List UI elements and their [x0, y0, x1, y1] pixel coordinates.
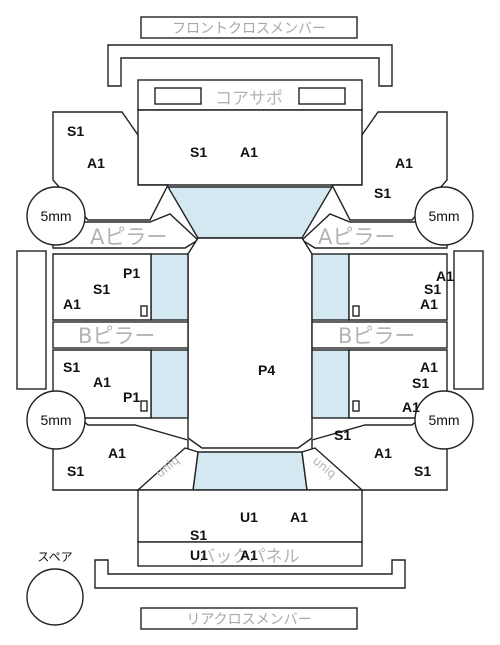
core-support-label: コアサポ [215, 89, 283, 109]
front-left-door [52, 253, 152, 321]
grade-label-rear-left-quarter-a1: A1 [108, 445, 126, 461]
back-panel [137, 541, 363, 567]
grade-label-rear-left-door-s1: S1 [63, 359, 80, 375]
front-cross-member-box [140, 16, 358, 39]
grade-label-front-right-fender-a1: A1 [395, 155, 413, 171]
grade-label-back-panel-a1: A1 [240, 547, 258, 563]
rear-window [192, 451, 308, 491]
grade-label-rear-right-door-a1: A1 [402, 399, 420, 415]
grade-label-trunk-u1: U1 [240, 509, 258, 525]
roof-panel [187, 237, 313, 449]
front-left-door-handle [140, 305, 148, 317]
left-rocker-panel [16, 250, 47, 390]
grade-label-front-left-door-p1: P1 [123, 265, 140, 281]
rear-left-wheel: 5mm [26, 390, 86, 450]
grade-label-hood-a1: A1 [240, 144, 258, 160]
rear-right-wheel-label: 5mm [428, 412, 459, 428]
front-bumper-bracket [107, 44, 393, 87]
core-support-slot-left [154, 87, 202, 105]
front-right-door-handle [352, 305, 360, 317]
rear-bumper-bracket [94, 559, 406, 589]
rear-left-wheel-label: 5mm [40, 412, 71, 428]
windshield [166, 186, 334, 239]
grade-label-roof-p4: P4 [258, 362, 275, 378]
front-left-door-window [150, 253, 189, 321]
grade-label-front-left-door-s1: S1 [93, 281, 110, 297]
front-right-door [348, 253, 448, 321]
rear-right-door-window [311, 349, 350, 419]
front-left-wheel: 5mm [26, 186, 86, 246]
grade-label-rear-right-door-a1-top: A1 [420, 359, 438, 375]
rear-left-door-handle [140, 400, 148, 412]
grade-label-front-left-door-a1: A1 [63, 296, 81, 312]
grade-label-rear-left-quarter-s1: S1 [67, 463, 84, 479]
trunk-lid [137, 489, 363, 543]
rear-right-door-handle [352, 400, 360, 412]
grade-label-rear-right-door-s1: S1 [412, 375, 429, 391]
front-right-wheel: 5mm [414, 186, 474, 246]
grade-label-rear-left-door-a1: A1 [93, 374, 111, 390]
core-support-slot-right [298, 87, 346, 105]
front-right-wheel-label: 5mm [428, 208, 459, 224]
rear-left-door-window [150, 349, 189, 419]
rear-cross-member-label: リアクロスメンバー [186, 612, 311, 628]
front-cross-member-label: フロントクロスメンバー [172, 21, 326, 37]
grade-label-front-left-fender-s1: S1 [67, 123, 84, 139]
grade-label-back-panel-u1: U1 [190, 547, 208, 563]
grade-label-front-right-door-a1: A1 [420, 296, 438, 312]
grade-label-trunk-s1: S1 [190, 527, 207, 543]
spare-tire [26, 568, 84, 626]
right-rocker-panel [453, 250, 484, 390]
grade-label-trunk-a1: A1 [290, 509, 308, 525]
a-pillar-right-label: Aピラー [318, 225, 395, 249]
back-panel-label: バックパネル [198, 547, 299, 567]
rear-right-wheel: 5mm [414, 390, 474, 450]
grade-labels: S1 A1 S1 A1 A1 S1 P1 S1 A1 A1 S1 A1 S1 A… [63, 123, 454, 563]
b-pillar-right-label: Bピラー [338, 324, 415, 348]
grade-label-front-right-door-s1: S1 [424, 281, 441, 297]
a-pillar-left-label: Aピラー [90, 225, 167, 249]
grade-label-front-right-fender-s1: S1 [374, 185, 391, 201]
b-pillar-left-label: Bピラー [78, 324, 155, 348]
b-pillar-right [311, 321, 448, 349]
front-right-door-window [311, 253, 350, 321]
grade-label-rear-right-quarter-a1: A1 [374, 445, 392, 461]
front-left-wheel-label: 5mm [40, 208, 71, 224]
grade-label-front-right-door-a1-top: A1 [436, 268, 454, 284]
grade-label-rear-left-door-p1: P1 [123, 389, 140, 405]
grade-label-rear-right-quarter-s1-top: S1 [334, 427, 351, 443]
grade-label-hood-s1: S1 [190, 144, 207, 160]
grade-label-front-left-fender-a1: A1 [87, 155, 105, 171]
rear-cross-member-box [140, 607, 358, 630]
grade-label-rear-right-quarter-s1: S1 [414, 463, 431, 479]
b-pillar-left [52, 321, 189, 349]
spare-label: スペア [37, 550, 72, 564]
